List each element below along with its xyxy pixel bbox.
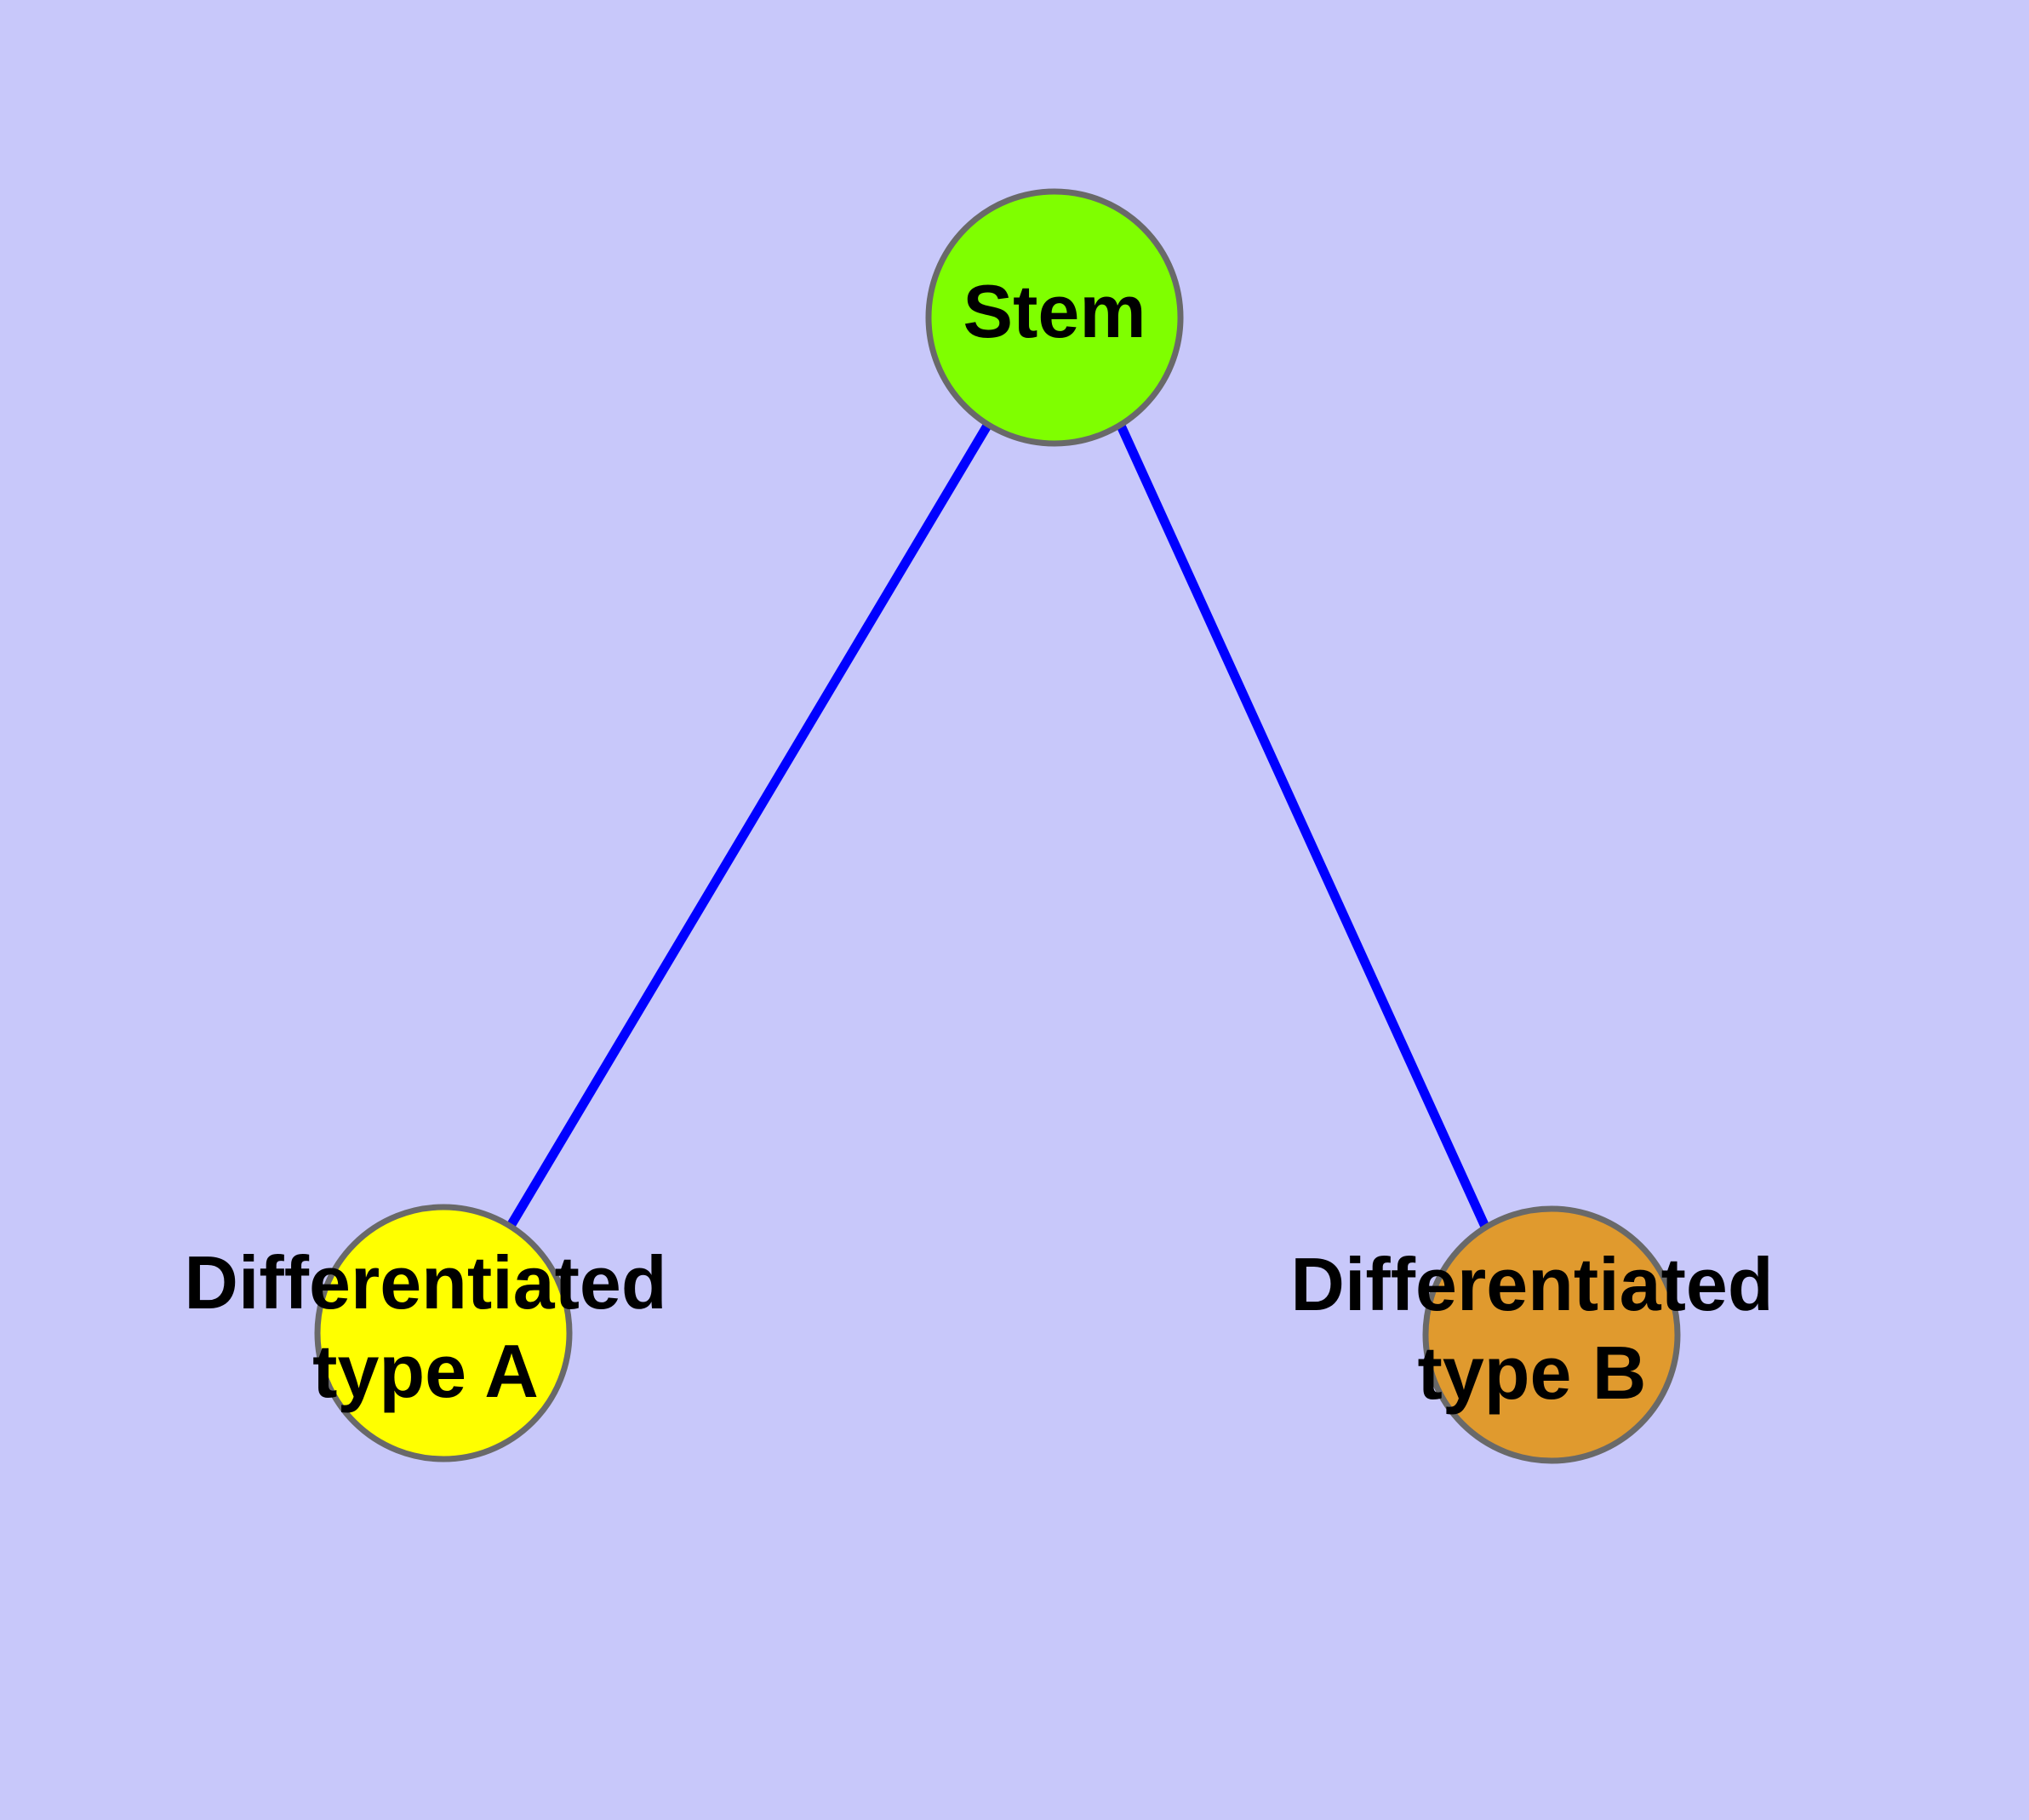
graph-edge-stem-to-diff-a — [506, 423, 992, 1228]
graph-node-stem[interactable]: Stem — [925, 188, 1184, 447]
node-circle-stem[interactable] — [925, 188, 1184, 447]
node-label-stem: Stem — [963, 269, 1146, 353]
graph-edge-stem-to-diff-b — [1116, 423, 1490, 1229]
node-label-line: Differentiated — [1290, 1242, 1773, 1326]
node-label-line: Stem — [963, 269, 1146, 353]
node-label-line: type B — [1418, 1331, 1647, 1415]
node-circle-diff-a[interactable] — [314, 1204, 573, 1462]
edges-layer — [506, 423, 1490, 1229]
node-label-line: Differentiated — [184, 1240, 666, 1325]
node-circle-diff-b[interactable] — [1422, 1205, 1681, 1464]
node-label-line: type A — [312, 1329, 539, 1413]
